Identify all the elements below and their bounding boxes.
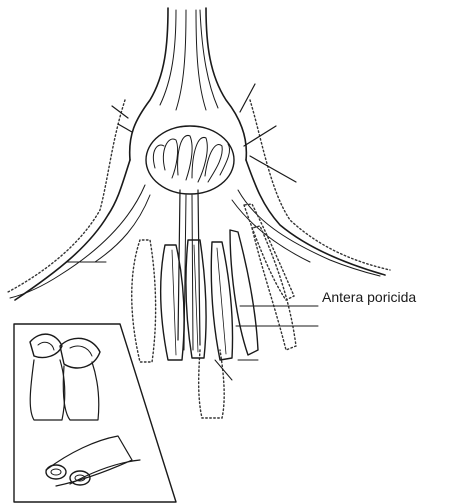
leader-lines bbox=[66, 262, 318, 380]
inset-panel bbox=[14, 324, 176, 502]
style bbox=[178, 190, 224, 418]
poricidal-anther-detail-icon bbox=[30, 334, 140, 486]
ovary bbox=[146, 126, 234, 194]
antera-label: Antera poricida bbox=[322, 289, 416, 305]
stamens bbox=[161, 230, 258, 360]
pedicel bbox=[130, 8, 247, 160]
